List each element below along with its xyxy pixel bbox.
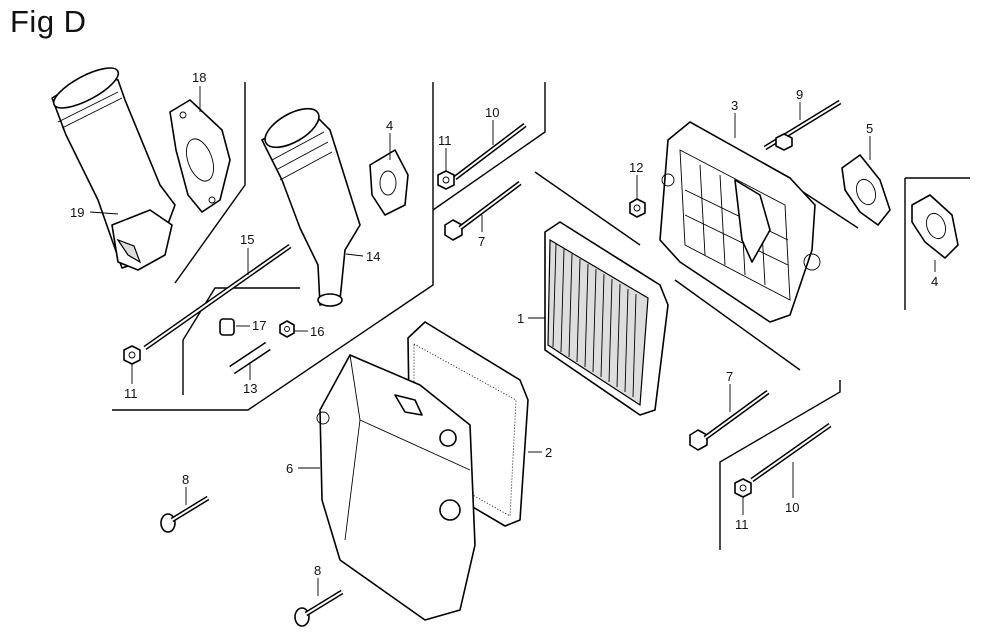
callout-2: 2 bbox=[545, 445, 552, 460]
callout-15: 15 bbox=[240, 232, 254, 247]
stud-15 bbox=[143, 243, 292, 351]
filter-element-1 bbox=[544, 221, 669, 416]
bolt-10-lower bbox=[750, 422, 832, 483]
gasket-18 bbox=[169, 99, 231, 213]
nut-11-left bbox=[123, 345, 141, 365]
callout-18: 18 bbox=[192, 70, 206, 85]
nut-11-upper bbox=[437, 170, 455, 190]
callout-13: 13 bbox=[243, 381, 257, 396]
nut-11-lower bbox=[734, 478, 752, 498]
callout-11-upper: 11 bbox=[438, 133, 452, 148]
bolt-7-upper bbox=[444, 181, 522, 241]
callout-6: 6 bbox=[286, 461, 293, 476]
callout-labels: 18 19 4 14 15 17 16 13 11 11 10 7 12 3 9… bbox=[70, 70, 938, 578]
pin-13 bbox=[229, 341, 271, 375]
callout-4-upper: 4 bbox=[386, 118, 393, 133]
screw-8-upper bbox=[160, 495, 210, 533]
bolt-10-upper bbox=[453, 123, 527, 180]
air-cleaner-cover-6 bbox=[316, 354, 476, 621]
nut-16 bbox=[279, 320, 295, 338]
intake-elbow-14 bbox=[261, 107, 361, 307]
callout-7-lower: 7 bbox=[726, 369, 733, 384]
callout-3: 3 bbox=[731, 98, 738, 113]
callout-8-upper: 8 bbox=[182, 472, 189, 487]
figure-title: Fig D bbox=[10, 4, 87, 39]
gasket-4-upper bbox=[369, 149, 409, 216]
callout-4-right: 4 bbox=[931, 274, 938, 289]
callout-5: 5 bbox=[866, 121, 873, 136]
group-boundaries bbox=[112, 82, 970, 550]
callout-17: 17 bbox=[252, 318, 266, 333]
callout-8-lower: 8 bbox=[314, 563, 321, 578]
callout-16: 16 bbox=[310, 324, 324, 339]
collar-17 bbox=[219, 318, 235, 336]
leader-lines bbox=[89, 86, 936, 596]
callout-11-left: 11 bbox=[124, 386, 138, 401]
callout-14: 14 bbox=[366, 249, 380, 264]
nut-12 bbox=[629, 198, 646, 218]
gasket-5 bbox=[841, 154, 891, 226]
gasket-4-right bbox=[911, 194, 959, 259]
callout-10-lower: 10 bbox=[785, 500, 799, 515]
callout-11-lower: 11 bbox=[735, 517, 749, 532]
callout-12: 12 bbox=[629, 160, 643, 175]
callout-9: 9 bbox=[796, 87, 803, 102]
air-cleaner-base-3 bbox=[659, 121, 821, 323]
screw-8-lower bbox=[294, 589, 344, 627]
callout-1: 1 bbox=[517, 311, 524, 326]
callout-7-upper: 7 bbox=[478, 234, 485, 249]
bolt-9 bbox=[763, 99, 842, 151]
bolt-7-lower bbox=[689, 389, 770, 451]
callout-19: 19 bbox=[70, 205, 84, 220]
callout-10-upper: 10 bbox=[485, 105, 499, 120]
intake-tube-19 bbox=[51, 67, 176, 271]
